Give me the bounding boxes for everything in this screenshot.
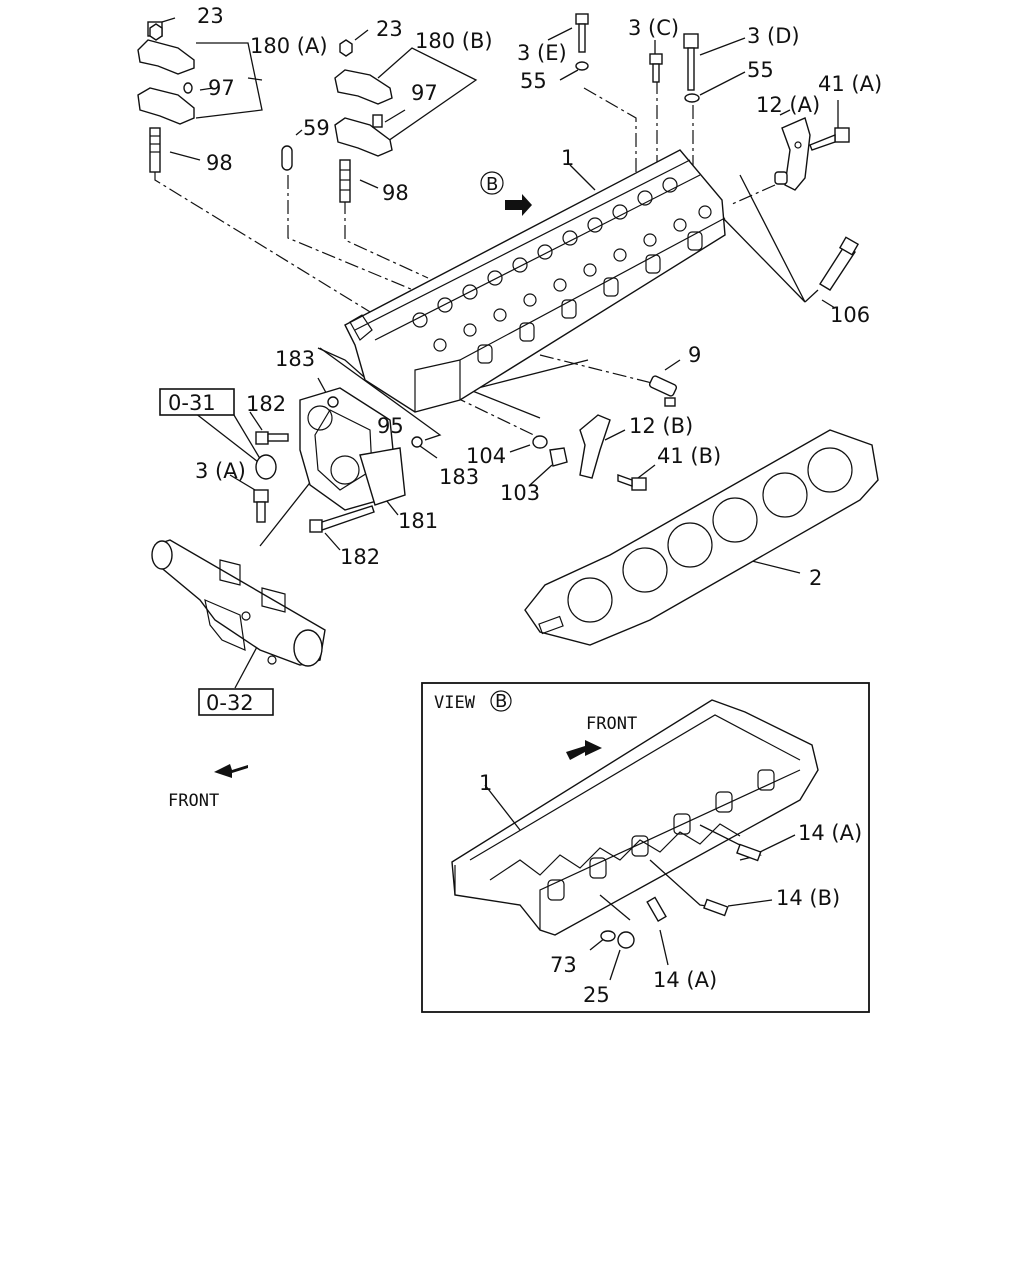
water-pipe-0-32: [151, 539, 326, 667]
label-0-32: 0-32: [206, 691, 254, 715]
bearing-cap-180b: [334, 39, 393, 203]
arrow-b-direction-icon: [505, 194, 532, 216]
leader-14b-b: [727, 899, 773, 907]
glow-plug-106: [819, 236, 860, 291]
ref-box-0-31: [159, 388, 235, 416]
label-103: 103: [500, 481, 540, 505]
label-59: 59: [303, 116, 330, 140]
stud-14b: [703, 898, 729, 917]
bolt-182-lower: [309, 505, 375, 533]
arrow-front-main-icon: [214, 764, 248, 778]
cylinder-head-1: [344, 149, 726, 413]
leader-view-1: [484, 784, 521, 831]
bracket-12a: [774, 117, 811, 191]
label-23a: 23: [197, 4, 224, 28]
leader-73: [599, 894, 631, 921]
label-180a: 180 (A): [250, 34, 328, 58]
view-b-title-letter: B: [495, 691, 507, 712]
thermostat-housing-95: [299, 387, 406, 511]
bearing-cap-180a: [137, 21, 195, 173]
label-b-marker: B: [486, 174, 498, 195]
leader-14a-1b: [759, 834, 796, 853]
bolt-41a: [809, 127, 850, 151]
label-182b: 182: [340, 545, 380, 569]
label-14a-upper: 14 (A): [798, 821, 862, 845]
label-14a-lower: 14 (A): [653, 968, 717, 992]
dowel-pin-59: [281, 145, 293, 171]
label-25: 25: [583, 983, 610, 1007]
label-2: 2: [809, 566, 822, 590]
washer-104: [532, 435, 548, 449]
label-3c: 3 (C): [628, 16, 679, 40]
label-9: 9: [688, 343, 701, 367]
label-41a: 41 (A): [818, 72, 882, 96]
label-12a: 12 (A): [756, 93, 820, 117]
bolt-182-upper: [255, 431, 289, 445]
label-95: 95: [377, 414, 404, 438]
label-98b: 98: [382, 181, 409, 205]
label-97b: 97: [411, 81, 438, 105]
label-98a: 98: [206, 151, 233, 175]
bolt-3a: [253, 489, 269, 523]
o-ring-183: [327, 396, 423, 448]
arrow-front-view-icon: [566, 740, 602, 760]
label-front-main: FRONT: [168, 791, 219, 811]
label-3d: 3 (D): [747, 24, 800, 48]
label-97a: 97: [208, 76, 235, 100]
sensor-9: [648, 375, 678, 407]
washer-73: [600, 930, 616, 942]
label-23b: 23: [376, 17, 403, 41]
label-106: 106: [830, 303, 870, 327]
bolt-41b: [617, 474, 647, 491]
head-gasket-2: [524, 429, 879, 646]
label-55a: 55: [520, 69, 547, 93]
label-104: 104: [466, 444, 506, 468]
label-183b: 183: [439, 465, 479, 489]
o-ring-0-31: [255, 454, 277, 480]
label-3a: 3 (A): [195, 459, 246, 483]
plug-103: [549, 447, 568, 467]
cylinder-head-view-b: [451, 699, 819, 936]
label-0-31: 0-31: [168, 391, 216, 415]
view-b-title: VIEW: [434, 693, 476, 713]
ref-box-0-32: [198, 688, 274, 716]
bracket-12b: [579, 414, 611, 479]
label-3e: 3 (E): [517, 41, 567, 65]
label-183a: 183: [275, 347, 315, 371]
view-b-title-circle: [490, 690, 512, 712]
label-1: 1: [561, 146, 574, 170]
label-14b: 14 (B): [776, 886, 840, 910]
label-55b: 55: [747, 58, 774, 82]
label-view-1: 1: [479, 771, 492, 795]
stud-14a-upper: [736, 843, 762, 862]
label-front-view: FRONT: [586, 714, 637, 734]
view-b-inset: VIEW B FRONT: [421, 682, 870, 1013]
head-valve-holes: [412, 177, 712, 352]
label-73: 73: [550, 953, 577, 977]
label-12b: 12 (B): [629, 414, 693, 438]
label-182a: 182: [246, 392, 286, 416]
head-side-ports: [477, 231, 703, 364]
label-181: 181: [398, 509, 438, 533]
label-180b: 180 (B): [415, 29, 493, 53]
leader-25: [609, 949, 621, 981]
stud-14a-lower: [646, 896, 667, 922]
plug-25: [617, 931, 635, 949]
label-41b: 41 (B): [657, 444, 721, 468]
view-b-marker-circle: [480, 171, 504, 195]
leader-14a-2: [659, 929, 669, 966]
bolts-top: [575, 13, 700, 103]
